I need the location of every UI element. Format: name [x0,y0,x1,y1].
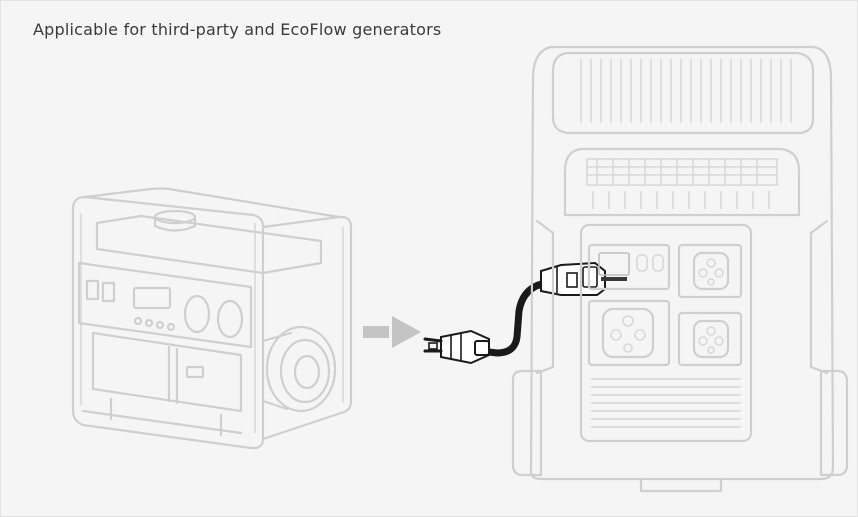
top-vent-grille [581,59,791,123]
power-cable-illustration [425,263,605,363]
outlet-bottom-right [679,313,741,365]
outlet-large-left [589,301,669,365]
outlet-top-right [679,245,741,297]
lower-vent [591,379,741,427]
mesh-vent [587,159,777,209]
right-arrow-icon [363,316,421,348]
generator-icon [73,189,351,449]
